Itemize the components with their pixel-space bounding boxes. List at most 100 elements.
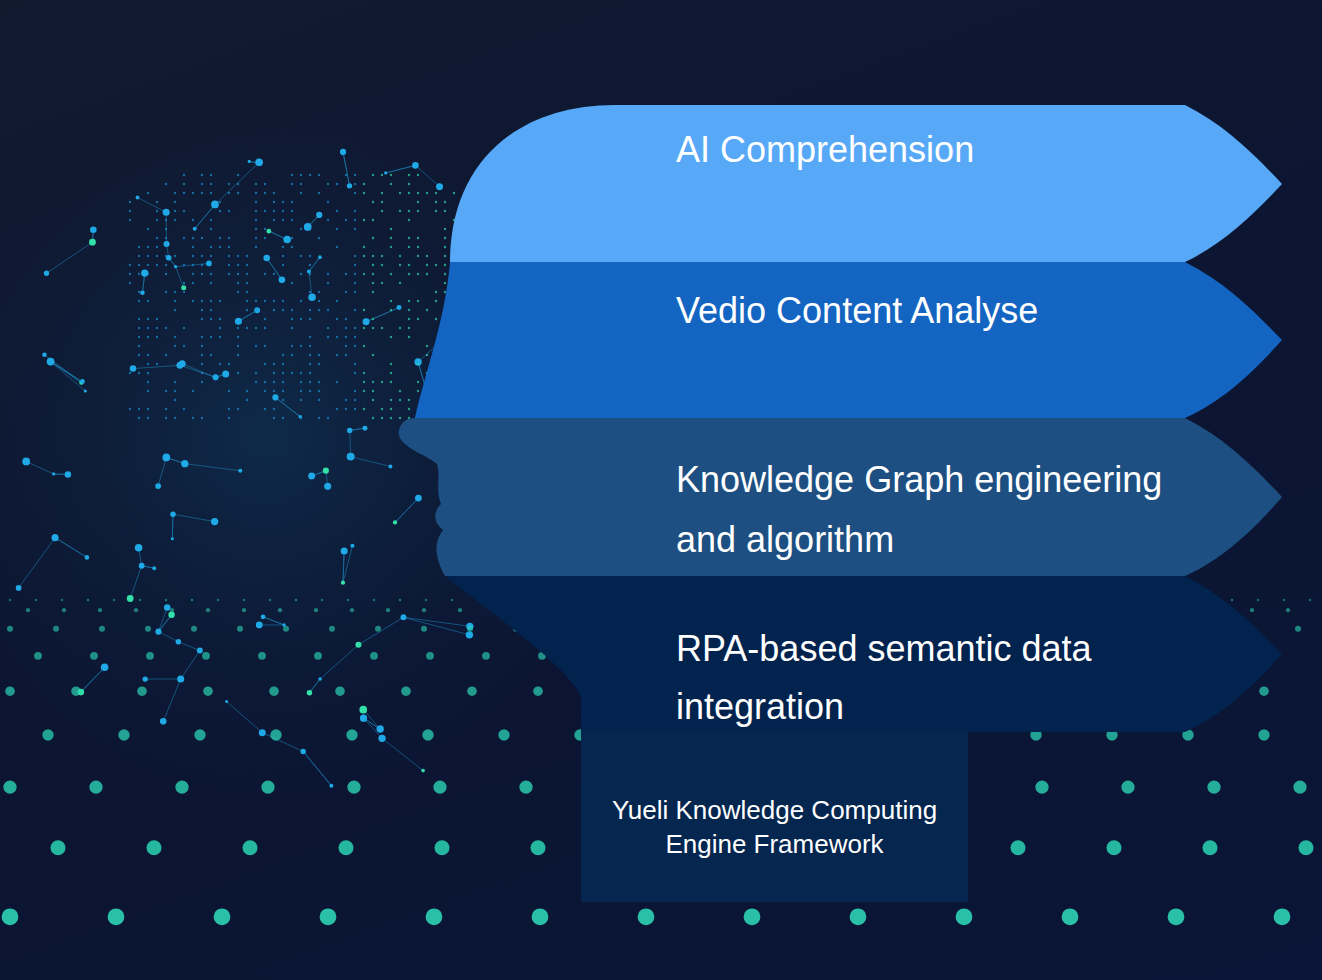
map-dot xyxy=(282,246,284,248)
map-dot xyxy=(381,255,383,257)
map-dot xyxy=(255,228,257,230)
map-dot xyxy=(345,291,347,293)
map-dot xyxy=(273,300,275,302)
map-dot xyxy=(165,408,167,410)
map-dot xyxy=(399,327,401,329)
map-dot xyxy=(210,300,212,302)
map-dot xyxy=(219,246,221,248)
band-label: AI Comprehension xyxy=(676,129,1176,171)
map-dot xyxy=(300,381,302,383)
star-dot xyxy=(350,544,354,548)
map-dot xyxy=(237,174,239,176)
floor-dot xyxy=(243,599,245,601)
constellation-line xyxy=(275,397,300,416)
constellation-line xyxy=(309,272,312,298)
map-dot xyxy=(363,183,365,185)
map-dot xyxy=(408,264,410,266)
map-dot xyxy=(129,201,131,203)
constellation-line xyxy=(176,267,184,288)
map-dot xyxy=(354,264,356,266)
constellation-line xyxy=(182,364,215,378)
map-dot xyxy=(174,336,176,338)
nose-band-outline xyxy=(399,418,1282,576)
map-dot xyxy=(273,381,275,383)
floor-dot xyxy=(347,781,360,794)
star-dot xyxy=(393,520,397,524)
map-dot xyxy=(174,300,176,302)
floor-dot xyxy=(320,908,337,925)
map-dot xyxy=(390,363,392,365)
map-dot xyxy=(327,282,329,284)
star-dot xyxy=(177,675,184,682)
map-dot xyxy=(444,237,446,239)
star-dot xyxy=(415,495,422,502)
map-dot xyxy=(417,273,419,275)
floor-dot xyxy=(314,608,318,612)
floor-dot xyxy=(137,686,147,696)
map-dot xyxy=(444,228,446,230)
map-dot xyxy=(192,237,194,239)
brow-band-shape xyxy=(395,262,1285,418)
floor-dot xyxy=(269,599,271,601)
star-dot xyxy=(171,537,174,540)
map-dot xyxy=(390,237,392,239)
floor-dot xyxy=(206,608,210,612)
star-dot xyxy=(143,676,148,681)
constellation-line xyxy=(55,538,87,558)
star-dot xyxy=(318,677,321,680)
floor-dot xyxy=(165,599,167,601)
floor-dot xyxy=(335,686,345,696)
floor-dot xyxy=(339,840,354,855)
floor-dot xyxy=(1203,840,1218,855)
floor-dot xyxy=(1299,840,1314,855)
floor-dot xyxy=(1258,729,1269,740)
map-dot xyxy=(210,255,212,257)
map-dot xyxy=(408,237,410,239)
map-dot xyxy=(210,318,212,320)
map-dot xyxy=(336,354,338,356)
map-dot xyxy=(381,201,383,203)
map-dot xyxy=(183,237,185,239)
map-dot xyxy=(408,183,410,185)
map-dot xyxy=(408,408,410,410)
constellation-line xyxy=(343,551,344,583)
star-dot xyxy=(267,229,272,234)
map-dot xyxy=(129,372,131,374)
map-dot xyxy=(390,408,392,410)
map-dot xyxy=(147,264,149,266)
floor-dot xyxy=(425,599,427,601)
star-dot xyxy=(360,715,367,722)
map-dot xyxy=(363,309,365,311)
map-dot xyxy=(327,417,329,419)
map-dot xyxy=(165,291,167,293)
map-dot xyxy=(183,264,185,266)
map-dot xyxy=(363,219,365,221)
map-dot xyxy=(372,255,374,257)
map-dot xyxy=(390,417,392,419)
map-dot xyxy=(408,300,410,302)
star-dot xyxy=(254,307,260,313)
map-dot xyxy=(282,390,284,392)
map-dot xyxy=(192,300,194,302)
star-dot xyxy=(377,725,384,732)
map-dot xyxy=(246,309,248,311)
map-dot xyxy=(237,273,239,275)
map-dot xyxy=(264,273,266,275)
map-dot xyxy=(255,372,257,374)
map-dot xyxy=(192,246,194,248)
map-dot xyxy=(282,372,284,374)
floor-dot xyxy=(467,686,477,696)
floor-dot xyxy=(108,908,125,925)
floor-dot xyxy=(1274,908,1291,925)
text-area: Knowledge Graph engineering and algorith… xyxy=(676,450,1176,570)
map-dot xyxy=(147,246,149,248)
map-dot xyxy=(300,390,302,392)
star-dot xyxy=(316,212,322,218)
constellation-line xyxy=(181,651,200,679)
map-dot xyxy=(318,417,320,419)
map-dot xyxy=(381,381,383,383)
map-dot xyxy=(372,237,374,239)
constellation-line xyxy=(366,308,399,322)
map-dot xyxy=(354,192,356,194)
map-dot xyxy=(147,417,149,419)
